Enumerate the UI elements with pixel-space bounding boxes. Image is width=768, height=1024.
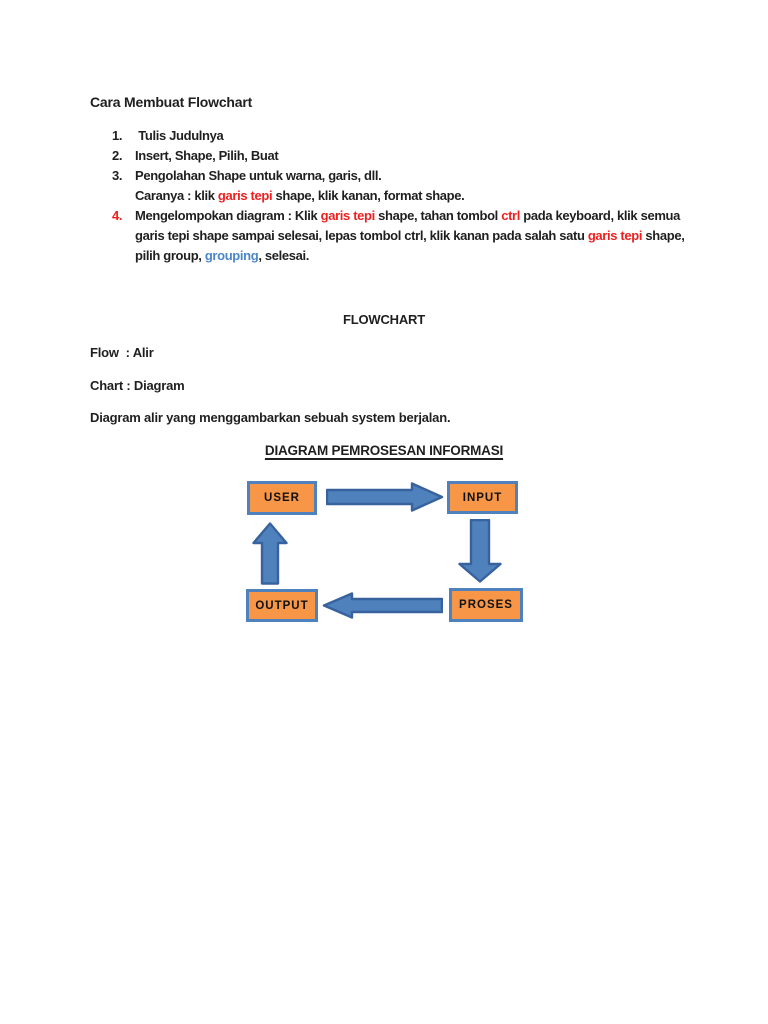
text-segment: pada keyboard, klik semua [520, 208, 681, 223]
text-line: Tulis Judulnya [135, 126, 684, 146]
flow-definition: Flow : Alir [90, 345, 154, 360]
text-line: pilih group, grouping, selesai. [135, 246, 684, 266]
flow-node-input: INPUT [447, 481, 518, 514]
text-segment: Caranya : klik [135, 188, 218, 203]
text-segment: Tulis Judulnya [135, 128, 224, 143]
highlighted-text: grouping [204, 248, 259, 263]
text-segment: shape, tahan tombol [374, 208, 502, 223]
text-segment: pilih group, [135, 248, 205, 263]
text-line: garis tepi shape sampai selesai, lepas t… [135, 226, 685, 246]
doc-title: Cara Membuat Flowchart [90, 94, 253, 110]
list-item-text: Insert, Shape, Pilih, Buat [135, 146, 684, 166]
highlighted-text: garis tepi [217, 188, 273, 203]
flow-node-user: USER [247, 481, 317, 515]
text-segment: shape, klik kanan, format shape. [272, 188, 465, 203]
text-line: Pengolahan Shape untuk warna, garis, dll… [135, 166, 684, 186]
text-segment: , selesai. [258, 248, 310, 263]
text-segment: shape, [642, 228, 685, 243]
flowchart-description: Diagram alir yang menggambarkan sebuah s… [90, 410, 451, 425]
list-item-3: 3. Pengolahan Shape untuk warna, garis, d… [112, 166, 684, 206]
list-item-1: 1. Tulis Judulnya [112, 126, 684, 146]
text-segment: Pengolahan Shape untuk warna, garis, dll… [135, 168, 382, 183]
list-number: 2. [112, 148, 123, 163]
list-item-text: Pengolahan Shape untuk warna, garis, dll… [135, 166, 684, 206]
list-item-4: 4. Mengelompokan diagram : Klik garis tep… [112, 206, 685, 266]
chart-definition: Chart : Diagram [90, 378, 185, 393]
text-line: Caranya : klik garis tepi shape, klik ka… [135, 186, 684, 206]
list-item-text: Tulis Judulnya [135, 126, 684, 146]
arrow-up-icon [252, 522, 288, 585]
flowchart-heading: FLOWCHART [343, 312, 425, 327]
text-segment: Mengelompokan diagram : Klik [135, 208, 321, 223]
list-item-2: 2. Insert, Shape, Pilih, Buat [112, 146, 684, 166]
diagram-title: DIAGRAM PEMROSESAN INFORMASI [264, 443, 504, 458]
highlighted-text: ctrl [501, 208, 521, 223]
text-segment: garis tepi shape sampai selesai, lepas t… [135, 228, 588, 243]
arrow-down-icon [458, 519, 502, 583]
list-number: 4. [112, 208, 123, 223]
text-line: Insert, Shape, Pilih, Buat [135, 146, 684, 166]
highlighted-text: garis tepi [320, 208, 376, 223]
flow-node-output: OUTPUT [246, 589, 318, 622]
flow-node-proses: PROSES [449, 588, 523, 622]
list-item-text: Mengelompokan diagram : Klik garis tepi … [135, 206, 685, 266]
arrow-right-icon [326, 482, 444, 512]
arrow-left-icon [322, 592, 443, 619]
text-segment: Insert, Shape, Pilih, Buat [135, 148, 279, 163]
list-number: 1. [112, 128, 123, 143]
text-line: Mengelompokan diagram : Klik garis tepi … [135, 206, 684, 226]
numbered-list: 1. Tulis Judulnya 2. Insert, Shape, Pilih,… [112, 126, 685, 266]
highlighted-text: garis tepi [587, 228, 643, 243]
list-number: 3. [112, 168, 123, 183]
